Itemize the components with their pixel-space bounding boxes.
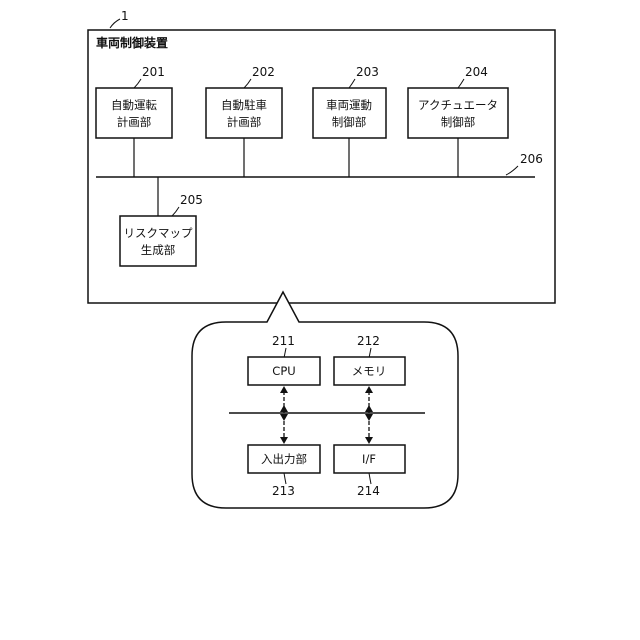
module-label-line1: 車両運動	[326, 98, 372, 112]
module-box	[408, 88, 508, 138]
system-ref-leader	[110, 19, 120, 28]
module-ref-number: 202	[252, 65, 275, 79]
module-ref-number: 204	[465, 65, 488, 79]
module-ref-leader	[244, 79, 251, 88]
module-ref-number: 203	[356, 65, 379, 79]
bus-ref-leader	[506, 166, 518, 175]
module-ref-leader	[172, 207, 179, 216]
module-box	[120, 216, 196, 266]
module-label-line2: 計画部	[117, 115, 152, 129]
module-ref-leader	[458, 79, 464, 88]
module-box	[206, 88, 282, 138]
module-ref-number: 201	[142, 65, 165, 79]
hw-ref-number: 212	[357, 334, 380, 348]
module-ref-leader	[349, 79, 355, 88]
module-label-line1: アクチュエータ	[418, 98, 498, 112]
bus-ref-number: 206	[520, 152, 543, 166]
hw-label: メモリ	[352, 364, 387, 378]
module-ref-leader	[134, 79, 141, 88]
hw-label: I/F	[362, 452, 376, 466]
module-label-line2: 制御部	[332, 115, 367, 129]
module-automated-driving-planner: 201 自動運転 計画部	[96, 65, 172, 177]
module-label-line2: 生成部	[141, 243, 176, 257]
system-ref-number: 1	[121, 9, 129, 23]
hw-label: CPU	[272, 364, 295, 378]
module-automated-parking-planner: 202 自動駐車 計画部	[206, 65, 282, 177]
hw-ref-number: 214	[357, 484, 380, 498]
module-label-line1: リスクマップ	[124, 226, 193, 240]
hw-label: 入出力部	[261, 452, 307, 466]
module-label-line2: 制御部	[441, 115, 476, 129]
module-risk-map-generator: 205 リスクマップ 生成部	[120, 177, 203, 266]
module-vehicle-motion-controller: 203 車両運動 制御部	[313, 65, 386, 177]
module-ref-number: 205	[180, 193, 203, 207]
module-box	[96, 88, 172, 138]
module-label-line1: 自動駐車	[221, 98, 267, 112]
system-title: 車両制御装置	[96, 35, 168, 50]
hw-ref-number: 211	[272, 334, 295, 348]
hw-ref-number: 213	[272, 484, 295, 498]
module-label-line1: 自動運転	[111, 98, 157, 112]
hardware-callout-bubble	[192, 292, 458, 508]
module-label-line2: 計画部	[227, 115, 262, 129]
module-actuator-controller: 204 アクチュエータ 制御部	[408, 65, 508, 177]
module-box	[313, 88, 386, 138]
